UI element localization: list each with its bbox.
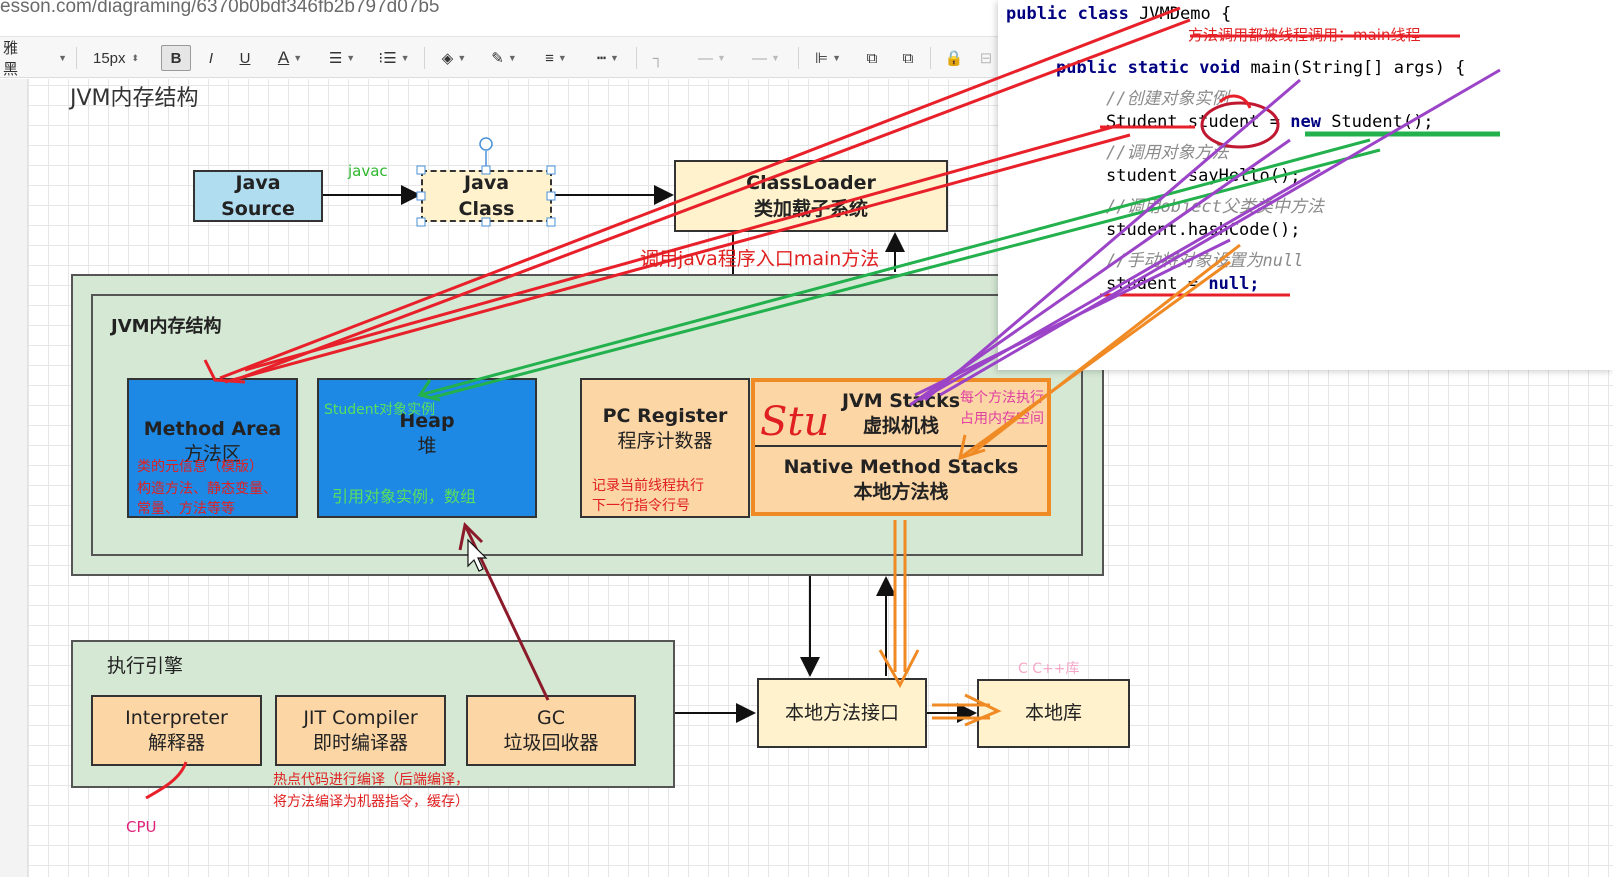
line-start-icon[interactable]: —▼ — [698, 49, 726, 67]
code-comment-3: //调用object父类类中方法 — [1106, 197, 1324, 217]
unlock-icon[interactable]: ⊟ — [979, 50, 993, 67]
code-comment-1: //创建对象实例 — [1106, 89, 1229, 109]
address-bar[interactable]: esson.com/diagraming/6370b0bdf346fb2b797… — [0, 0, 1035, 22]
native-interface-box[interactable]: 本地方法接口 — [757, 678, 927, 748]
line-end-icon[interactable]: —▼ — [752, 49, 780, 67]
lock-icon[interactable]: 🔒 — [944, 50, 964, 67]
heap-top-note: Student对象实例 — [324, 402, 436, 418]
gc-box[interactable]: GC 垃圾回收器 — [466, 695, 636, 766]
font-size-select[interactable]: 15px⬍ — [93, 49, 140, 67]
left-panel-edge — [0, 79, 28, 877]
javac-label: javac — [348, 162, 388, 180]
handwriting-stu: Stu — [760, 399, 830, 445]
send-back-icon[interactable]: ⧉ — [902, 49, 914, 67]
main-call-note: 调用java程序入口main方法 — [640, 248, 880, 270]
bold-button[interactable]: B — [161, 45, 191, 71]
editor-toolbar: 雅黑▼ 15px⬍ B I U A▼ ☰▼ ⁝☰▼ ◈▼ ✎▼ ≡▼ ┅▼ ┐ … — [0, 36, 1035, 78]
line-color-icon[interactable]: ✎▼ — [491, 50, 517, 67]
java-source-box[interactable]: Java Source — [193, 170, 323, 222]
connector-icon[interactable]: ┐ — [652, 49, 664, 67]
code-line-main: public static void main(String[] args) { — [1056, 58, 1466, 78]
pc-register-note-2: 下一行指令行号 — [592, 498, 690, 514]
native-stacks-section[interactable]: Native Method Stacks 本地方法栈 — [783, 456, 1019, 503]
code-line-new: Student student = new Student(); — [1106, 112, 1434, 132]
code-comment-2: //调用对象方法 — [1106, 143, 1229, 163]
jit-note-1: 热点代码进行编译（后端编译， — [273, 772, 469, 788]
line-width-icon[interactable]: ≡▼ — [545, 49, 567, 67]
cpu-label: CPU — [126, 818, 157, 836]
method-area-note-1: 类的元信息（模版） — [137, 459, 263, 475]
red-annotation-arrows — [145, 6, 1460, 800]
pc-register-note-1: 记录当前线程执行 — [592, 478, 704, 494]
italic-button[interactable]: I — [208, 49, 214, 67]
jvm-stacks-note-1: 每个方法执行 — [960, 390, 1044, 406]
toolbar-divider — [76, 47, 77, 69]
heap-note: 引用对象实例，数组 — [332, 487, 477, 506]
underline-button[interactable]: U — [239, 49, 251, 67]
selection-handles[interactable] — [416, 137, 556, 227]
font-family-select[interactable]: 雅黑▼ — [3, 40, 67, 78]
interpreter-box[interactable]: Interpreter 解释器 — [91, 695, 262, 766]
toolbar-divider — [636, 47, 637, 69]
code-line-class: public class JVMDemo { — [1006, 4, 1232, 24]
line-spacing-icon[interactable]: ⁝☰▼ — [378, 50, 410, 67]
method-area-box[interactable]: Method Area 方法区 — [127, 378, 298, 518]
heap-box[interactable]: Heap 堆 — [317, 378, 537, 518]
url-text: esson.com/diagraming/6370b0bdf346fb2b797… — [0, 0, 440, 17]
cpp-library-label: C C++库 — [1018, 661, 1080, 677]
purple-annotation-arrows — [909, 68, 1501, 407]
font-color-button[interactable]: A▼ — [277, 48, 303, 67]
toolbar-divider — [930, 47, 931, 69]
jvm-stacks-section[interactable]: JVM Stacks 虚拟机栈 — [755, 382, 1047, 448]
jvm-memory-label: JVM内存结构 — [111, 316, 222, 337]
stacks-box[interactable]: JVM Stacks 虚拟机栈 Native Method Stacks 本地方… — [751, 378, 1051, 516]
align-icon[interactable]: ☰▼ — [328, 50, 356, 67]
pc-register-box[interactable]: PC Register 程序计数器 — [580, 378, 750, 518]
jit-compiler-box[interactable]: JIT Compiler 即时编译器 — [275, 695, 446, 766]
fill-color-icon[interactable]: ◈▼ — [441, 50, 467, 67]
green-annotation-arrows — [417, 131, 1500, 402]
native-library-box[interactable]: 本地库 — [977, 679, 1130, 748]
toolbar-divider — [424, 47, 425, 69]
jit-note-2: 将方法编译为机器指令，缓存） — [273, 794, 469, 810]
method-area-note-2: 构造方法、静态变量、 — [137, 481, 277, 497]
execution-engine-label: 执行引擎 — [107, 655, 184, 677]
method-area-note-3: 常量、方法等等 — [137, 501, 235, 517]
line-style-icon[interactable]: ┅▼ — [597, 50, 619, 67]
page-title: JVM内存结构 — [70, 86, 199, 111]
arrange-icon[interactable]: ⊫▼ — [815, 50, 841, 67]
orange-annotation-arrows — [878, 243, 1241, 727]
toolbar-divider — [798, 47, 799, 69]
mouse-cursor-icon — [467, 538, 488, 572]
code-panel: public class JVMDemo { 方法调用都被线程调用：main线程… — [998, 0, 1613, 370]
bring-front-icon[interactable]: ⧉ — [866, 49, 878, 67]
